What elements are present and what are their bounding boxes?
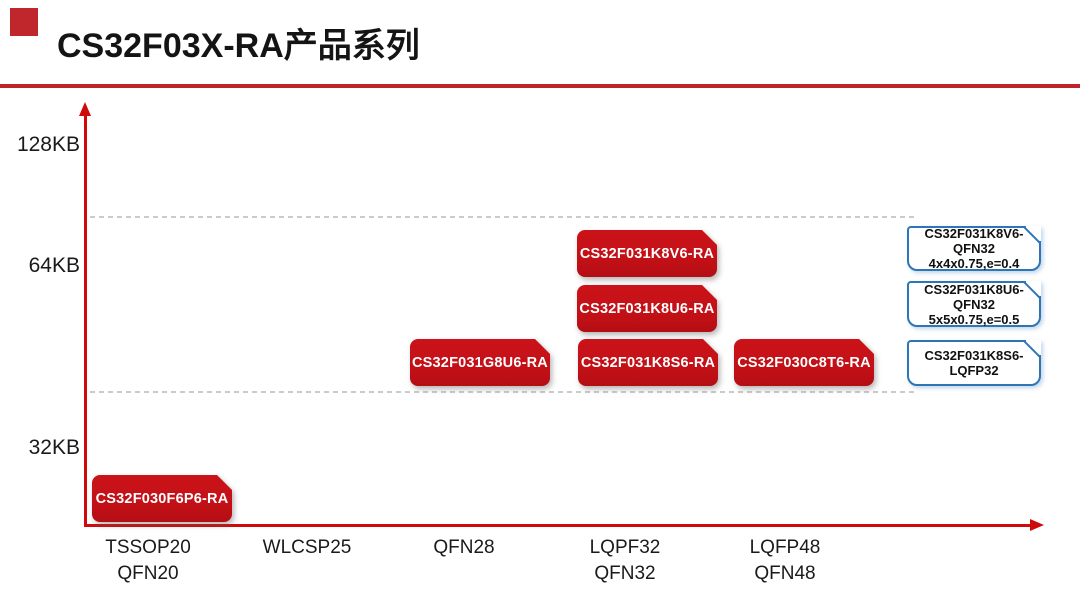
x-tick-qfn28: QFN28 (399, 535, 529, 561)
fold-corner-icon (1026, 340, 1041, 355)
y-tick-128kb: 128KB (16, 133, 80, 156)
product-box-shape: CS32F030F6P6-RA (92, 475, 232, 522)
x-tick-tssop20-qfn20: TSSOP20 QFN20 (83, 535, 213, 587)
x-tick-line1: QFN28 (433, 537, 495, 558)
x-tick-line1: LQFP48 (749, 537, 821, 558)
product-box-shape: CS32F031K8S6-RA (578, 339, 718, 386)
y-tick-64kb: 64KB (28, 254, 80, 277)
callout-line3: 4x4x0.75,e=0.4 (928, 256, 1020, 271)
product-box-shape: CS32F031K8U6-RA (577, 285, 717, 332)
product-box-shape: CS32F031G8U6-RA (410, 339, 550, 386)
callout-line1: CS32F031K8S6- (924, 348, 1024, 363)
callout-line3: 5x5x0.75,e=0.5 (928, 311, 1020, 327)
callout-line1: CS32F031K8V6- (924, 226, 1024, 241)
title-divider (0, 84, 1080, 88)
callout-line2: QFN32 (953, 296, 995, 312)
callout-box-k8u6-qfn32: CS32F031K8U6- QFN32 5x5x0.75,e=0.5 (907, 281, 1041, 327)
x-tick-line2: QFN20 (117, 563, 179, 584)
callout-line2: LQFP32 (949, 363, 999, 378)
y-axis (84, 116, 87, 527)
fold-corner-icon (1026, 281, 1041, 296)
x-tick-lqpf32-qfn32: LQPF32 QFN32 (560, 535, 690, 587)
x-tick-line1: TSSOP20 (105, 537, 191, 558)
x-axis (84, 524, 1032, 527)
x-axis-arrow-icon (1030, 519, 1044, 531)
product-box-shape: CS32F031K8V6-RA (577, 230, 717, 277)
gridline-upper (90, 216, 918, 218)
product-box-shape: CS32F030C8T6-RA (734, 339, 874, 386)
callout-line1: CS32F031K8U6- (924, 281, 1024, 297)
fold-corner-icon (1026, 226, 1041, 241)
page-title: CS32F03X-RA产品系列 (57, 27, 420, 65)
x-tick-line2: QFN32 (594, 563, 656, 584)
callout-box-k8s6-lqfp32: CS32F031K8S6- LQFP32 (907, 340, 1041, 386)
x-tick-lqfp48-qfn48: LQFP48 QFN48 (720, 535, 850, 587)
callout-line2: QFN32 (953, 241, 995, 256)
callout-box-k8v6-qfn32: CS32F031K8V6- QFN32 4x4x0.75,e=0.4 (907, 226, 1041, 271)
x-tick-wlcsp25: WLCSP25 (242, 535, 372, 561)
y-tick-32kb: 32KB (28, 436, 80, 459)
accent-square-icon (10, 8, 38, 36)
x-tick-line1: LQPF32 (589, 537, 661, 558)
gridline-lower (90, 391, 918, 393)
x-tick-line2: QFN48 (754, 563, 816, 584)
x-tick-line1: WLCSP25 (262, 537, 352, 558)
y-axis-arrow-icon (79, 102, 91, 116)
